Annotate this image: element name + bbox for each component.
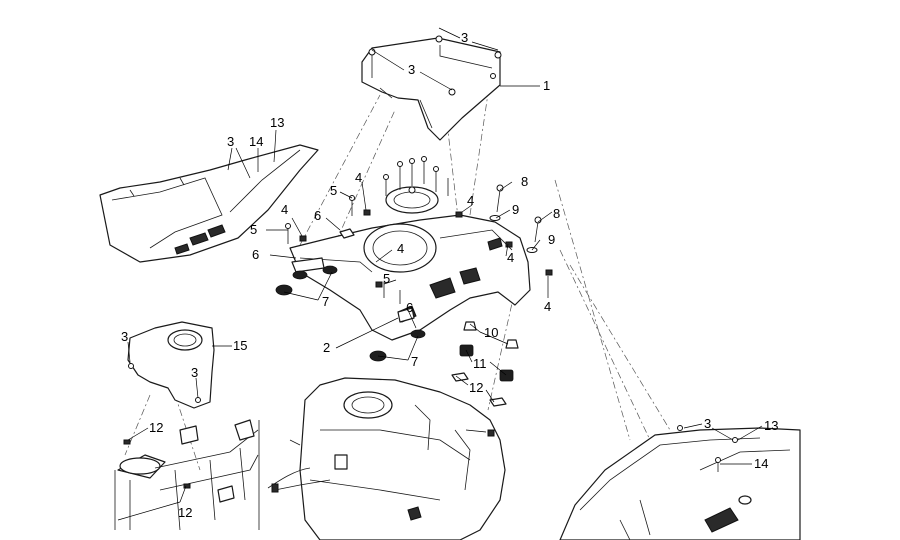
- part-15-cover-panel: [127, 321, 215, 409]
- part-1-rear-cover: [361, 35, 502, 141]
- fuel-cap-ring: [385, 186, 439, 214]
- callout-4: 4: [507, 250, 514, 265]
- callout-8: 8: [553, 206, 560, 221]
- callout-12: 12: [469, 380, 483, 395]
- callout-3: 3: [461, 30, 468, 45]
- rubber-grommets: [275, 265, 426, 362]
- callout-7: 7: [322, 294, 329, 309]
- callout-3: 3: [121, 329, 128, 344]
- left-seat-cowl: [99, 144, 319, 263]
- callout-4: 4: [281, 202, 288, 217]
- part-2-tank-cover: [289, 214, 531, 341]
- callout-labels: 1 2 3 3 3 3 3 3 4 4 4 4 4 4 5 5 5 6 6 6 …: [121, 30, 778, 520]
- callout-13: 13: [764, 418, 778, 433]
- callout-4: 4: [355, 170, 362, 185]
- callout-9: 9: [512, 202, 519, 217]
- callout-6: 6: [406, 300, 413, 315]
- callout-5: 5: [330, 183, 337, 198]
- callout-2: 2: [323, 340, 330, 355]
- callout-3: 3: [227, 134, 234, 149]
- callout-4: 4: [544, 299, 551, 314]
- callout-9: 9: [548, 232, 555, 247]
- callout-11: 11: [473, 356, 487, 371]
- callout-5: 5: [250, 222, 257, 237]
- clips-and-washers: [291, 209, 553, 323]
- callout-1: 1: [543, 78, 550, 93]
- callout-3: 3: [704, 416, 711, 431]
- fuel-tank: [267, 377, 506, 540]
- right-seat-cowl: [559, 425, 801, 540]
- frame-detail-inset: [114, 419, 260, 531]
- callout-6: 6: [252, 247, 259, 262]
- callout-4: 4: [397, 241, 404, 256]
- callout-10: 10: [484, 325, 498, 340]
- callout-8: 8: [521, 174, 528, 189]
- callout-3: 3: [408, 62, 415, 77]
- callout-14: 14: [754, 456, 768, 471]
- callout-3: 3: [191, 365, 198, 380]
- callout-12: 12: [149, 420, 163, 435]
- callout-15: 15: [233, 338, 247, 353]
- callout-7: 7: [411, 354, 418, 369]
- callout-6: 6: [314, 208, 321, 223]
- callout-12: 12: [178, 505, 192, 520]
- callout-4: 4: [467, 193, 474, 208]
- leader-lines: [117, 27, 763, 521]
- bolts-set: [285, 156, 542, 304]
- callout-5: 5: [383, 271, 390, 286]
- callout-14: 14: [249, 134, 263, 149]
- callout-13: 13: [270, 115, 284, 130]
